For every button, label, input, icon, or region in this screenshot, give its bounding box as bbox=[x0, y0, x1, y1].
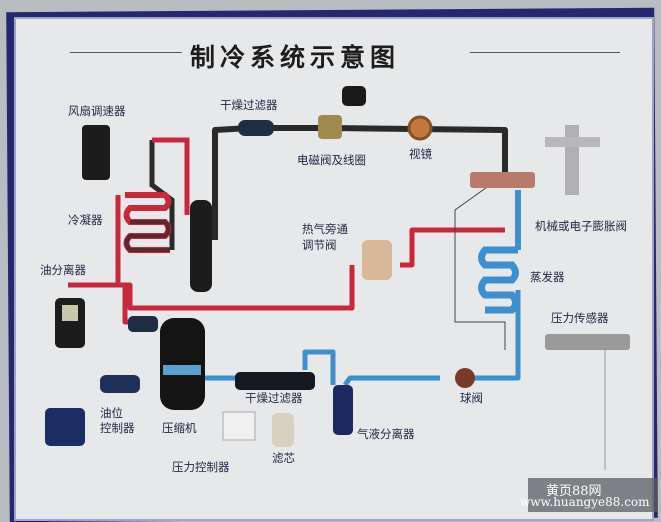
label-oil-level-controller-2: 控制器 bbox=[100, 421, 135, 435]
fan-speed-controller bbox=[82, 125, 110, 180]
label-oil-separator: 油分离器 bbox=[40, 263, 86, 277]
label-solenoid-valve-coil: 电磁阀及线圈 bbox=[297, 153, 366, 167]
liquid-line bbox=[212, 125, 508, 240]
solenoid-coil bbox=[342, 86, 366, 106]
label-condenser: 冷凝器 bbox=[68, 213, 103, 227]
label-sight-glass: 视镜 bbox=[409, 147, 432, 161]
oil-level-controller bbox=[100, 375, 140, 393]
label-gas-liquid-separator: 气液分离器 bbox=[357, 427, 415, 441]
sight-glass bbox=[407, 115, 433, 141]
watermark-url: www.huangye88.com bbox=[520, 495, 650, 509]
label-compressor: 压缩机 bbox=[162, 421, 197, 435]
pressure-controller bbox=[222, 411, 256, 441]
expansion-valve-standalone bbox=[545, 125, 600, 195]
hot-gas-bypass-valve bbox=[362, 240, 392, 280]
pressure-sensor bbox=[545, 334, 630, 350]
oil-separator-label bbox=[62, 305, 78, 321]
label-evaporator: 蒸发器 bbox=[530, 270, 565, 284]
discharge-pipe-top bbox=[152, 137, 190, 215]
condenser-coil bbox=[123, 192, 172, 253]
label-fan-speed-controller: 风扇调速器 bbox=[68, 104, 126, 118]
label-hot-gas-bypass-2: 调节阀 bbox=[302, 238, 337, 252]
label-drier-filter-bottom: 干燥过滤器 bbox=[245, 391, 303, 405]
expansion-valve-body bbox=[470, 172, 535, 188]
label-expansion-valve: 机械或电子膨胀阀 bbox=[535, 219, 627, 233]
compressor-label bbox=[163, 365, 201, 375]
label-pressure-sensor: 压力传感器 bbox=[551, 311, 609, 325]
title-rule-right bbox=[470, 52, 620, 53]
hot-gas-bypass-line bbox=[400, 227, 505, 268]
drier-filter-top bbox=[238, 120, 274, 136]
oil-pump bbox=[45, 408, 85, 446]
compressor bbox=[160, 318, 205, 410]
solenoid-valve bbox=[318, 115, 342, 139]
watermark-title: 黄页88网 bbox=[546, 484, 602, 499]
evaporator-coil bbox=[478, 246, 519, 314]
label-filter-core: 滤芯 bbox=[272, 451, 295, 465]
drier-filter-bottom bbox=[235, 372, 315, 390]
liquid-receiver bbox=[190, 200, 212, 292]
label-hot-gas-bypass-1: 热气旁通 bbox=[302, 222, 348, 236]
filter-core bbox=[272, 413, 294, 447]
diagram-panel bbox=[14, 17, 654, 521]
label-pressure-controller: 压力控制器 bbox=[172, 460, 230, 474]
small-filter bbox=[128, 316, 158, 332]
label-ball-valve: 球阀 bbox=[460, 391, 483, 405]
label-oil-level-controller-1: 油位 bbox=[100, 406, 123, 420]
ball-valve bbox=[455, 368, 475, 388]
capillary-line bbox=[454, 184, 506, 350]
label-drier-filter-top: 干燥过滤器 bbox=[220, 98, 278, 112]
gas-liquid-separator bbox=[333, 385, 353, 435]
watermark-box bbox=[528, 478, 658, 512]
suction-line bbox=[302, 290, 521, 390]
diagram-title: 制冷系统示意图 bbox=[190, 43, 401, 72]
title-rule-left bbox=[70, 52, 182, 53]
